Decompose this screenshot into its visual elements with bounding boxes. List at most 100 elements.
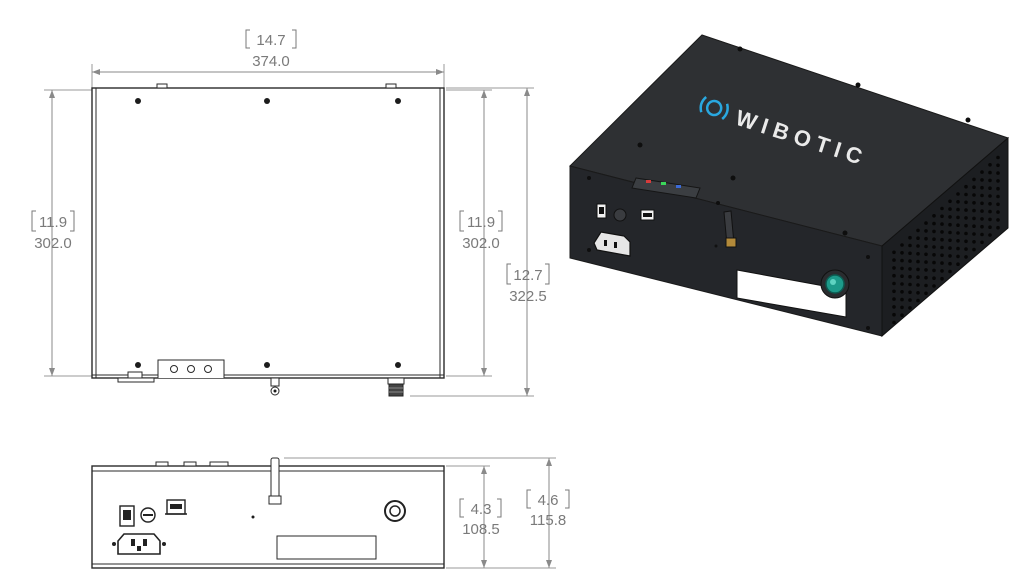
screw-hole (395, 362, 401, 368)
vent-hole (940, 206, 944, 211)
vent-hole (964, 208, 968, 212)
vent-hole (916, 244, 920, 248)
vent-hole (908, 274, 912, 279)
vent-hole (996, 155, 1000, 160)
vent-hole (956, 207, 960, 212)
vent-hole (916, 291, 920, 295)
vent-hole (916, 259, 920, 264)
vent-hole (916, 298, 920, 303)
height-mm-label: 108.5 (462, 521, 500, 538)
vent-hole (940, 269, 944, 273)
vent-hole (924, 260, 928, 264)
vent-hole (988, 217, 992, 222)
screw-hole (135, 98, 141, 104)
fuse-holder (613, 208, 627, 222)
vent-hole (924, 275, 928, 280)
vent-hole (908, 267, 912, 271)
width-mm-label: 374.0 (252, 53, 290, 70)
vent-hole (924, 244, 928, 249)
depth-overall-inch-label: 12.7 (513, 267, 542, 284)
vent-hole (932, 260, 936, 265)
vent-hole (972, 185, 976, 189)
power-inlet (593, 231, 631, 257)
vent-hole (996, 202, 1000, 207)
depth-left-mm-label: 302.0 (34, 235, 72, 252)
vent-hole (996, 210, 1000, 214)
vent-hole (900, 266, 904, 271)
vent-hole (964, 239, 968, 244)
rear-port-outline (117, 377, 155, 383)
vent-hole (916, 267, 920, 272)
vent-hole (940, 214, 944, 219)
vent-hole (964, 231, 968, 236)
vent-hole (948, 254, 952, 258)
led-red-icon (646, 180, 651, 183)
isometric-product-view: WIBOTIC (569, 34, 1009, 338)
antenna-base (270, 377, 280, 387)
vent-hole (932, 284, 936, 288)
antenna (270, 457, 280, 503)
vent-hole (964, 255, 968, 259)
vent-hole (916, 252, 920, 256)
vent-hole (948, 230, 952, 235)
vent-hole (924, 291, 928, 296)
vent-hole (932, 245, 936, 249)
vent-hole (900, 297, 904, 302)
power-inlet (117, 533, 161, 555)
vent-hole (988, 163, 992, 167)
vent-hole (900, 290, 904, 294)
vent-hole (996, 163, 1000, 168)
vent-hole (900, 313, 904, 318)
vent-hole (892, 250, 896, 255)
vent-hole (924, 221, 928, 225)
vent-hole (916, 275, 920, 280)
vent-hole (916, 236, 920, 240)
vent-hole (924, 236, 928, 241)
vent-hole (932, 237, 936, 241)
vent-hole (924, 268, 928, 272)
vent-hole (956, 231, 960, 235)
vent-hole (940, 245, 944, 250)
vent-hole (892, 297, 896, 301)
vent-hole (996, 225, 1000, 230)
vent-hole (948, 207, 952, 211)
vent-hole (964, 200, 968, 205)
vent-hole (964, 247, 968, 251)
vent-hole (948, 269, 952, 274)
vent-hole (940, 261, 944, 265)
vent-hole (988, 170, 992, 175)
vent-hole (908, 298, 912, 302)
vent-hole (996, 186, 1000, 191)
vent-hole (988, 225, 992, 229)
side-vent-grid (892, 155, 1000, 325)
vent-hole (940, 276, 944, 281)
vent-hole (956, 200, 960, 204)
height-overall-mm-label: 115.8 (530, 512, 566, 529)
vent-hole (932, 276, 936, 281)
vent-hole (988, 202, 992, 206)
vent-hole (980, 240, 984, 245)
top-view: 14.7 374.0 11.9 302.0 11.9 302.0 12.7 32… (31, 29, 550, 397)
vent-hole (892, 289, 896, 294)
vent-hole (924, 229, 928, 233)
vent-hole (948, 222, 952, 227)
screw-hole (264, 98, 270, 104)
vent-hole (892, 305, 896, 309)
vent-hole (948, 238, 952, 243)
vent-hole (996, 171, 1000, 175)
vent-hole (892, 266, 896, 270)
vent-hole (892, 281, 896, 286)
vent-hole (988, 233, 992, 237)
vent-hole (900, 305, 904, 310)
vent-hole (980, 178, 984, 182)
vent-hole (972, 247, 976, 252)
vent-hole (932, 221, 936, 226)
depth-right-mm-label: 302.0 (462, 235, 500, 252)
vent-hole (988, 186, 992, 190)
vent-hole (924, 252, 928, 257)
vent-hole (956, 192, 960, 196)
vent-hole (916, 228, 920, 233)
vent-hole (980, 170, 984, 174)
vent-hole (900, 282, 904, 286)
vent-hole (932, 268, 936, 273)
